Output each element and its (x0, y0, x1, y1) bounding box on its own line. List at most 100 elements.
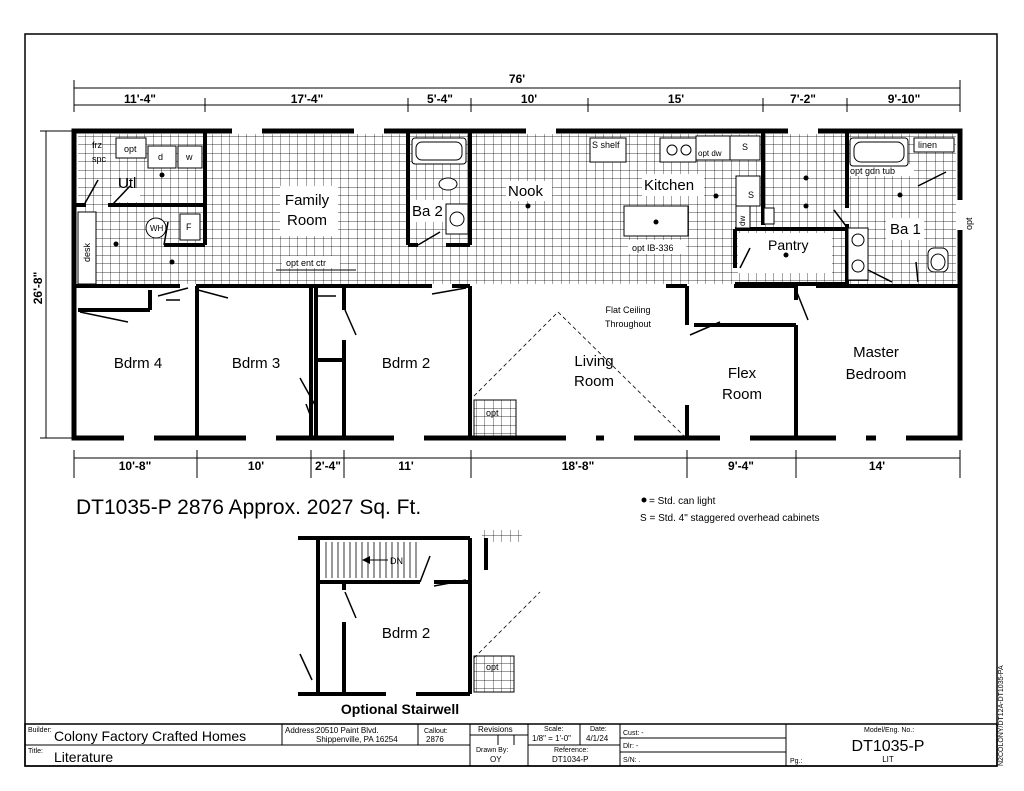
tb-builder-label: Builder: (28, 727, 52, 734)
dim-bottom-2: 10' (248, 459, 264, 473)
legend-can-light: = Std. can light (649, 496, 716, 507)
note-dw: dw (738, 216, 747, 226)
tb-date-label: Date: (590, 726, 607, 733)
tb-builder: Colony Factory Crafted Homes (54, 728, 246, 744)
flex-line2: Room (722, 386, 762, 403)
tb-date: 4/1/24 (586, 734, 609, 743)
top-dimensions (73, 80, 961, 112)
tb-cust: Cust: - (623, 730, 644, 737)
tb-drawn-label: Drawn By: (476, 747, 508, 754)
label-ba1: Ba 1 (890, 221, 921, 238)
dim-top-2: 17'-4" (291, 92, 324, 106)
dim-bottom-7: 14' (869, 459, 885, 473)
note-opt-ib: opt IB-336 (632, 243, 674, 253)
tb-title: Literature (54, 749, 113, 765)
tb-sn: S/N: . (623, 757, 641, 764)
tb-reference-label: Reference: (554, 747, 588, 754)
tb-dlr: Dlr: - (623, 743, 639, 750)
dim-top-5: 15' (668, 92, 684, 106)
tb-scale-label: Scale: (544, 726, 564, 733)
fixture-notes: frz spc opt d w WH F desk opt ent ctr S … (82, 140, 974, 418)
dim-bottom-4: 11' (398, 459, 414, 473)
dim-overall-depth: 26'-8" (31, 272, 45, 305)
note-frz: frz (92, 140, 102, 150)
bottom-dimensions (73, 450, 961, 478)
master-line2: Bedroom (846, 366, 907, 383)
fixtures (77, 135, 955, 437)
side-code: N2COLONY/DT12A-DT1035-PA (998, 665, 1005, 766)
note-w: w (185, 152, 193, 162)
note-s-side: S (748, 190, 754, 200)
dim-bottom-1: 10'-8" (119, 459, 152, 473)
note-f: F (186, 222, 192, 232)
tb-address-2: Shippenville, PA 16254 (316, 735, 398, 744)
tb-address-label: Address: (285, 726, 317, 735)
tb-title-label: Title: (28, 748, 43, 755)
dim-top-1: 11'-4" (124, 92, 156, 106)
flat-line2: Throughout (605, 319, 652, 329)
tile-floor (78, 134, 956, 284)
note-linen: linen (918, 140, 937, 150)
master-line1: Master (853, 344, 899, 361)
flat-line1: Flat Ceiling (605, 305, 650, 315)
note-opt-gdn-tub: opt gdn tub (850, 166, 895, 176)
dim-bottom-3: 2'-4" (315, 459, 341, 473)
label-ba2: Ba 2 (412, 203, 443, 220)
note-s-shelf: S shelf (592, 140, 620, 150)
vault-lines (473, 311, 685, 437)
label-pantry: Pantry (768, 237, 808, 253)
stair-bdrm2: Bdrm 2 (382, 625, 430, 642)
note-opt-right: opt (964, 217, 974, 230)
dim-bottom-5: 18'-8" (562, 459, 595, 473)
model-title: DT1035-P 2876 Approx. 2027 Sq. Ft. (76, 496, 421, 519)
label-bdrm2: Bdrm 2 (382, 355, 430, 372)
label-nook: Nook (508, 183, 544, 200)
label-bdrm4: Bdrm 4 (114, 355, 162, 372)
note-wh: WH (150, 224, 164, 233)
note-opt-dw: opt dw (698, 149, 722, 158)
can-lights (113, 172, 903, 265)
dim-top-4: 10' (521, 92, 537, 106)
note-opt-1: opt (124, 144, 137, 154)
dim-top-6: 7'-2" (790, 92, 816, 106)
family-line2: Room (287, 212, 327, 229)
stair-opt: opt (486, 662, 499, 672)
dim-top-3: 5'-4" (427, 92, 453, 106)
note-opt-ent-ctr: opt ent ctr (286, 258, 326, 268)
note-desk: desk (82, 242, 92, 262)
label-kitchen: Kitchen (644, 177, 694, 194)
interior-walls (74, 131, 960, 438)
stair-caption: Optional Stairwell (341, 701, 459, 717)
label-bdrm3: Bdrm 3 (232, 355, 280, 372)
living-line1: Living (574, 353, 613, 370)
windows (124, 128, 963, 441)
legend: = Std. can light S = Std. 4" staggered o… (640, 496, 820, 524)
tb-pg-label: Pg.: (790, 758, 803, 765)
legend-cabinets: S = Std. 4" staggered overhead cabinets (640, 513, 820, 524)
optional-stairwell-inset: DN opt Bdrm 2 Optional Stairwell (298, 530, 541, 717)
label-utl: Utl (118, 175, 136, 192)
title-block (24, 723, 998, 767)
tb-callout-label: Callout: (424, 728, 448, 735)
tb-scale: 1/8" = 1'-0" (532, 734, 571, 743)
tb-callout: 2876 (426, 735, 444, 744)
stair-dn: DN (390, 556, 403, 566)
dim-top-7: 9'-10" (888, 92, 921, 106)
tb-pg: LIT (882, 755, 894, 764)
flex-line1: Flex (728, 365, 757, 382)
tb-model: DT1035-P (852, 738, 925, 755)
note-opt-living: opt (486, 408, 499, 418)
tb-address-1: 20510 Paint Blvd. (316, 726, 379, 735)
note-s-top: S (742, 142, 748, 152)
tb-reference: DT1034-P (552, 755, 588, 764)
dim-overall-width: 76' (509, 72, 525, 86)
tb-drawn: OY (490, 755, 502, 764)
family-line1: Family (285, 192, 330, 209)
note-d: d (158, 152, 163, 162)
